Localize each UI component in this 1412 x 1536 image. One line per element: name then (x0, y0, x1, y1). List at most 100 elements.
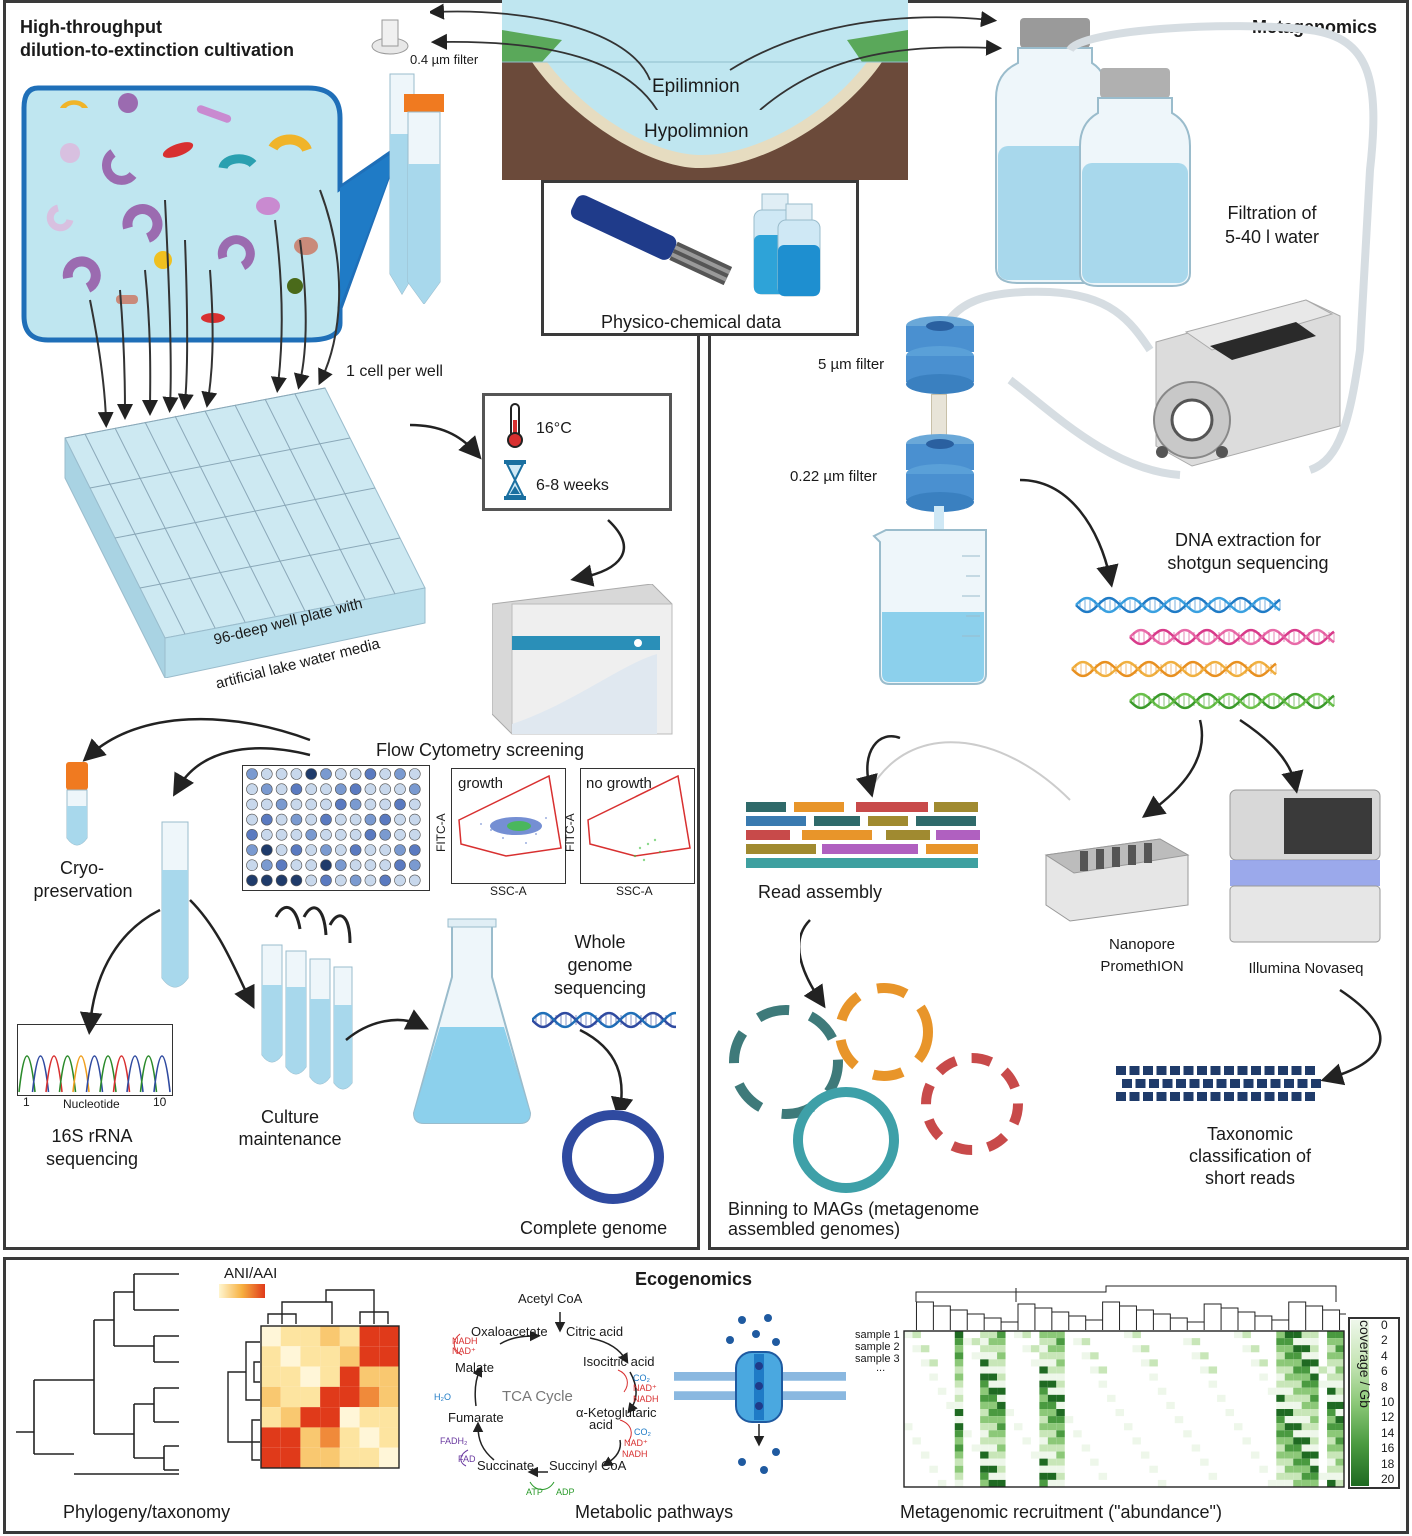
read-block (916, 816, 976, 826)
heatmap-cell (1124, 1331, 1133, 1339)
heatmap-cell (980, 1345, 989, 1353)
well (349, 874, 362, 887)
short-read (1224, 1092, 1234, 1101)
dna-extraction-line2: shotgun sequencing (1167, 553, 1329, 573)
well (290, 829, 303, 841)
well (320, 798, 332, 811)
epilimnion-label: Epilimnion (652, 76, 740, 97)
heatmap-cell (1276, 1373, 1285, 1381)
heatmap-cell (954, 1387, 964, 1395)
heatmap-cell (1335, 1380, 1344, 1388)
heatmap-cell (988, 1331, 998, 1339)
tca-fadh2: FADH₂ (440, 1436, 468, 1446)
tca-acetyl-coa: Acetyl CoA (518, 1291, 583, 1306)
heatmap-cell (1310, 1359, 1319, 1367)
metagenomics-panel (708, 0, 1409, 1250)
illumina-sequencer (1229, 789, 1381, 943)
well (335, 844, 347, 856)
probe-icon (570, 195, 733, 286)
complete-genome-label: Complete genome (520, 1218, 668, 1238)
ani-cell (300, 1326, 321, 1347)
heatmap-cell (1081, 1352, 1091, 1360)
tca-nad-3: NAD⁺ (624, 1438, 648, 1448)
heatmap-cell (920, 1359, 930, 1367)
ani-cell (300, 1346, 321, 1367)
heatmap-cell (1335, 1352, 1344, 1360)
tca-citric-acid: Citric acid (566, 1324, 624, 1339)
heatmap-cell (1056, 1409, 1065, 1417)
heatmap-cell (1098, 1380, 1108, 1388)
heatmap-cell (1301, 1465, 1311, 1473)
heatmap-cell (1301, 1416, 1311, 1424)
heatmap-cell (1056, 1472, 1065, 1480)
culture-tubes-icon (261, 905, 353, 1090)
cell-sorting-arrows (89, 189, 341, 428)
heatmap-cell (1208, 1472, 1218, 1480)
no-growth-ssc-axis: SSC-A (616, 884, 653, 898)
heatmap-cell (1234, 1423, 1243, 1431)
heatmap-cell (1284, 1451, 1294, 1459)
wgs-label-line2: genome (567, 955, 633, 975)
well (320, 874, 332, 887)
heatmap-cell (954, 1373, 964, 1381)
well (246, 829, 258, 841)
heatmap-cell (1073, 1338, 1082, 1346)
heatmap-cell (988, 1373, 998, 1381)
heatmap-cell (1335, 1338, 1344, 1346)
heatmap-cell (997, 1338, 1006, 1346)
short-read (1237, 1092, 1248, 1101)
heatmap-cell (1191, 1338, 1201, 1346)
coverage-tick: 0 (1381, 1318, 1388, 1332)
short-read (1305, 1092, 1315, 1101)
well (320, 813, 332, 826)
heatmap-cell (1047, 1458, 1057, 1466)
ani-cell (261, 1346, 281, 1367)
heatmap-cell (1081, 1338, 1091, 1346)
heatmap-cell (1335, 1423, 1344, 1431)
heatmap-cell (1191, 1352, 1201, 1360)
heatmap-cell (1327, 1331, 1336, 1339)
heatmap-cell (1056, 1479, 1065, 1487)
well (275, 874, 288, 887)
tca-isocitric-acid: Isocitric acid (583, 1354, 655, 1369)
well (409, 768, 421, 780)
heatmap-cell (1284, 1416, 1294, 1424)
heatmap-cell (1276, 1345, 1285, 1353)
heatmap-cell (1310, 1401, 1319, 1409)
filter-5um-label: 5 µm filter (818, 356, 885, 373)
ani-frame (260, 1325, 400, 1469)
well (349, 813, 362, 826)
dna-helix-pink (1129, 628, 1335, 646)
growth-label: growth (458, 775, 504, 792)
tca-cycle-diagram (453, 1312, 638, 1490)
short-read (1210, 1066, 1221, 1075)
heatmap-cell (980, 1472, 989, 1480)
heatmap-cell (1039, 1444, 1048, 1452)
well (349, 829, 362, 841)
well (409, 798, 421, 811)
recruitment-dendrogram (915, 1285, 1346, 1330)
well (275, 829, 288, 841)
well (290, 783, 303, 796)
well (260, 829, 273, 841)
ani-heatmap (260, 1325, 400, 1469)
heatmap-cell (1183, 1338, 1192, 1346)
heatmap-cell (1200, 1458, 1209, 1466)
nanopore-device (1044, 838, 1190, 922)
tca-oxaloacetate: Oxaloacetate (471, 1324, 548, 1339)
heatmap-cell (1039, 1338, 1048, 1346)
well (305, 874, 317, 887)
heatmap-cell (1293, 1409, 1302, 1417)
tca-co2-1: CO₂ (633, 1373, 650, 1383)
heatmap-cell (1132, 1345, 1141, 1353)
heatmap-cell (997, 1437, 1006, 1445)
well (379, 798, 391, 811)
heatmap-cell (1293, 1366, 1302, 1374)
heatmap-cell (988, 1416, 998, 1424)
heatmap-cell (1225, 1409, 1234, 1417)
heatmap-cell (1310, 1345, 1319, 1353)
heatmap-cell (980, 1451, 989, 1459)
heatmap-cell (1276, 1387, 1285, 1395)
heatmap-cell (1014, 1331, 1023, 1339)
filter-022um-icon (906, 434, 974, 512)
